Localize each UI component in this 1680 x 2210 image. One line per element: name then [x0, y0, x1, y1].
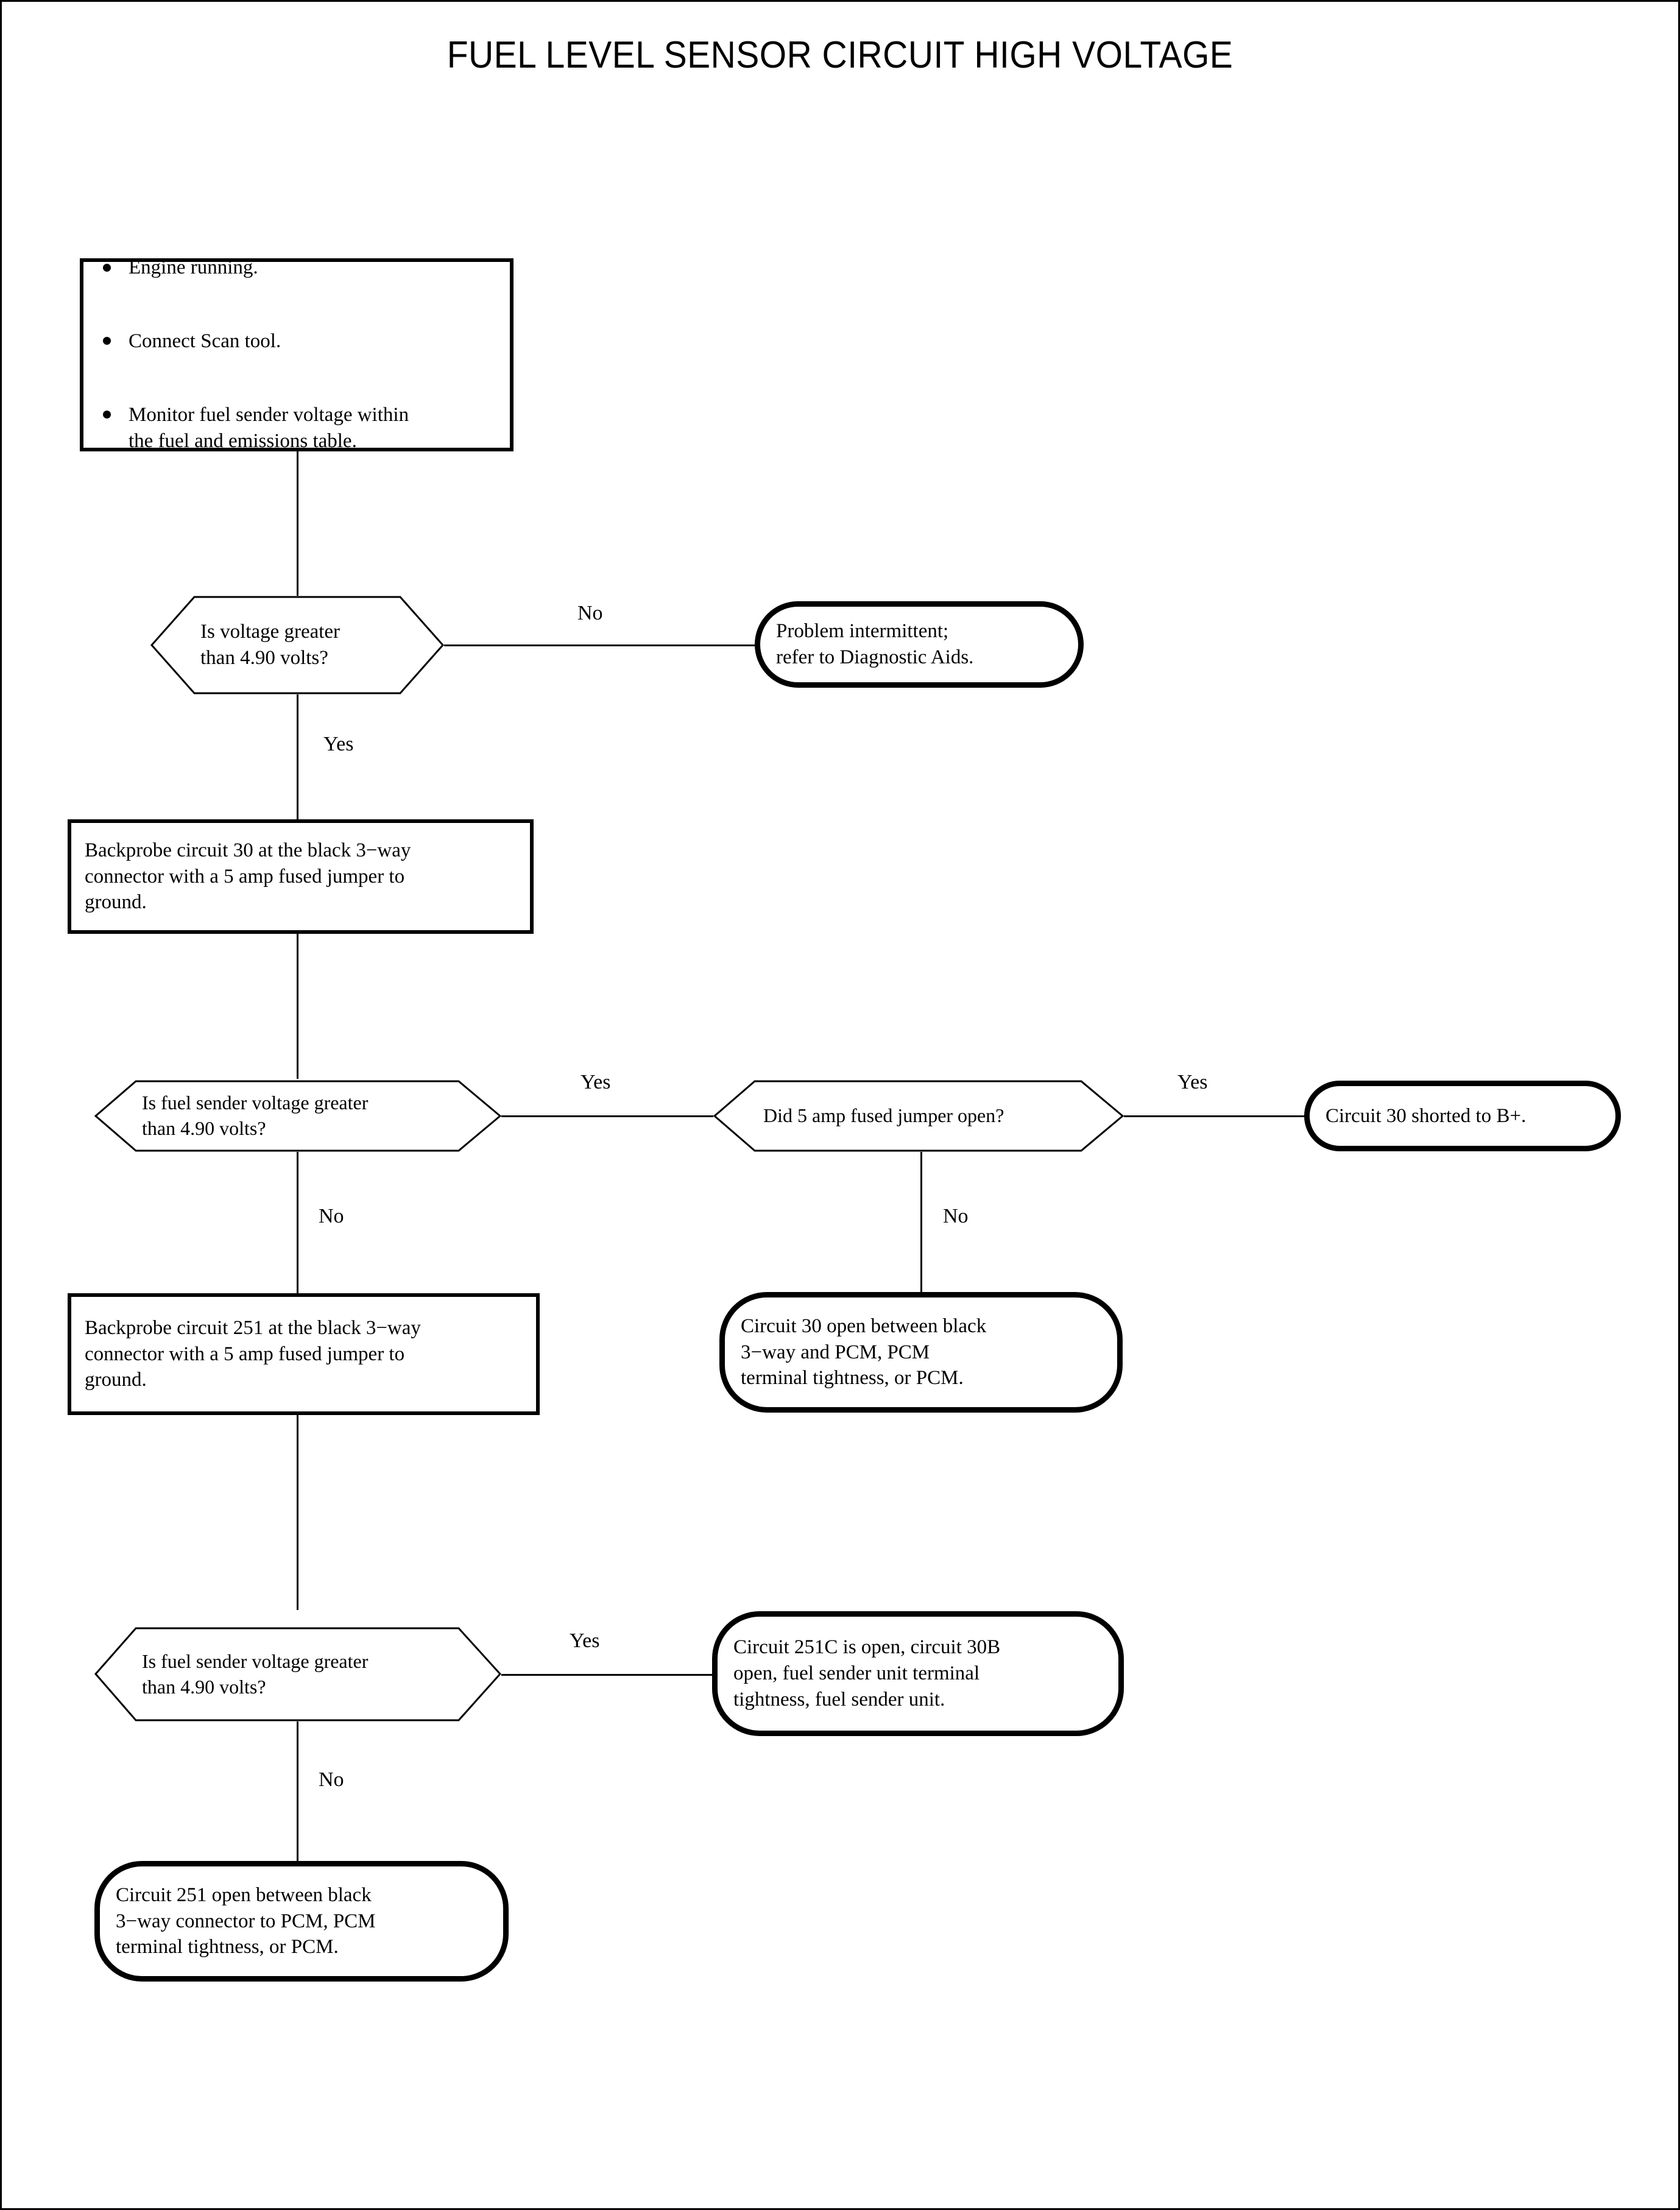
connector-start-to-decision1	[297, 451, 298, 598]
node-decision-fuel-sender-voltage-1[interactable]: Is fuel sender voltage greater than 4.90…	[94, 1080, 501, 1152]
node-process-backprobe-circuit-30[interactable]: Backprobe circuit 30 at the black 3−way …	[68, 819, 534, 934]
process-label: Backprobe circuit 251 at the black 3−way…	[85, 1316, 421, 1391]
page-title: FUEL LEVEL SENSOR CIRCUIT HIGH VOLTAGE	[446, 34, 1234, 76]
list-item: Engine running.	[94, 255, 409, 280]
hexagon-shape	[94, 1627, 501, 1721]
start-step-text: Connect Scan tool.	[129, 330, 281, 352]
decision-label: Is fuel sender voltage greater than 4.90…	[142, 1092, 369, 1139]
connector-decision4-no	[297, 1707, 298, 1869]
node-terminal-circuit-251c-open[interactable]: Circuit 251C is open, circuit 30B open, …	[712, 1611, 1124, 1736]
connector-decision1-yes	[297, 694, 298, 819]
start-step-text: Monitor fuel sender voltage within the f…	[129, 403, 409, 452]
start-steps-list: Engine running. Connect Scan tool. Monit…	[83, 219, 420, 492]
connector-decision3-no	[920, 1152, 922, 1292]
edge-label-decision3-no: No	[943, 1205, 969, 1227]
edge-label-decision1-no: No	[577, 602, 603, 624]
node-decision-voltage-greater[interactable]: Is voltage greater than 4.90 volts?	[150, 596, 444, 694]
list-item: Monitor fuel sender voltage within the f…	[94, 402, 409, 454]
node-terminal-circuit-30-shorted[interactable]: Circuit 30 shorted to B+.	[1304, 1081, 1621, 1151]
hexagon-shape	[94, 1080, 501, 1152]
bullet-icon	[103, 410, 111, 418]
terminal-label: Circuit 30 shorted to B+.	[1325, 1104, 1526, 1127]
terminal-label: Circuit 251 open between black 3−way con…	[116, 1883, 376, 1958]
connector-decision2-yes	[500, 1115, 715, 1117]
decision-label: Is voltage greater than 4.90 volts?	[200, 621, 341, 669]
edge-label-decision4-yes: Yes	[570, 1629, 600, 1652]
connector-process30-to-decision2	[297, 934, 298, 1079]
hexagon-shape	[150, 596, 444, 694]
bullet-icon	[103, 264, 111, 272]
node-terminal-circuit-251-open[interactable]: Circuit 251 open between black 3−way con…	[94, 1861, 509, 1982]
node-start-steps[interactable]: Engine running. Connect Scan tool. Monit…	[80, 256, 514, 452]
edge-label-decision1-yes: Yes	[323, 733, 354, 755]
bullet-icon	[103, 337, 111, 345]
edge-label-decision4-no: No	[319, 1768, 344, 1791]
process-label: Backprobe circuit 30 at the black 3−way …	[85, 839, 411, 914]
decision-label: Is fuel sender voltage greater than 4.90…	[142, 1650, 369, 1698]
terminal-label: Problem intermittent; refer to Diagnosti…	[776, 620, 974, 668]
connector-decision2-no	[297, 1152, 298, 1293]
edge-label-decision2-yes: Yes	[581, 1071, 611, 1093]
edge-label-decision3-yes: Yes	[1177, 1071, 1208, 1093]
node-decision-fused-jumper-open[interactable]: Did 5 amp fused jumper open?	[713, 1080, 1124, 1152]
hexagon-shape	[713, 1080, 1124, 1152]
edge-label-decision2-no: No	[319, 1205, 344, 1227]
connector-decision3-yes	[1123, 1115, 1305, 1117]
connector-process251-to-decision4	[297, 1415, 298, 1610]
node-decision-fuel-sender-voltage-2[interactable]: Is fuel sender voltage greater than 4.90…	[94, 1627, 501, 1721]
node-process-backprobe-circuit-251[interactable]: Backprobe circuit 251 at the black 3−way…	[68, 1293, 540, 1415]
decision-label: Did 5 amp fused jumper open?	[763, 1104, 1004, 1127]
node-terminal-problem-intermittent[interactable]: Problem intermittent; refer to Diagnosti…	[755, 601, 1084, 688]
connector-decision1-no	[443, 644, 755, 646]
terminal-label: Circuit 30 open between black 3−way and …	[741, 1315, 987, 1389]
connector-decision4-yes	[500, 1674, 712, 1676]
start-step-text: Engine running.	[129, 256, 258, 279]
terminal-label: Circuit 251C is open, circuit 30B open, …	[733, 1636, 1001, 1710]
node-terminal-circuit-30-open[interactable]: Circuit 30 open between black 3−way and …	[719, 1292, 1123, 1413]
list-item: Connect Scan tool.	[94, 329, 409, 354]
